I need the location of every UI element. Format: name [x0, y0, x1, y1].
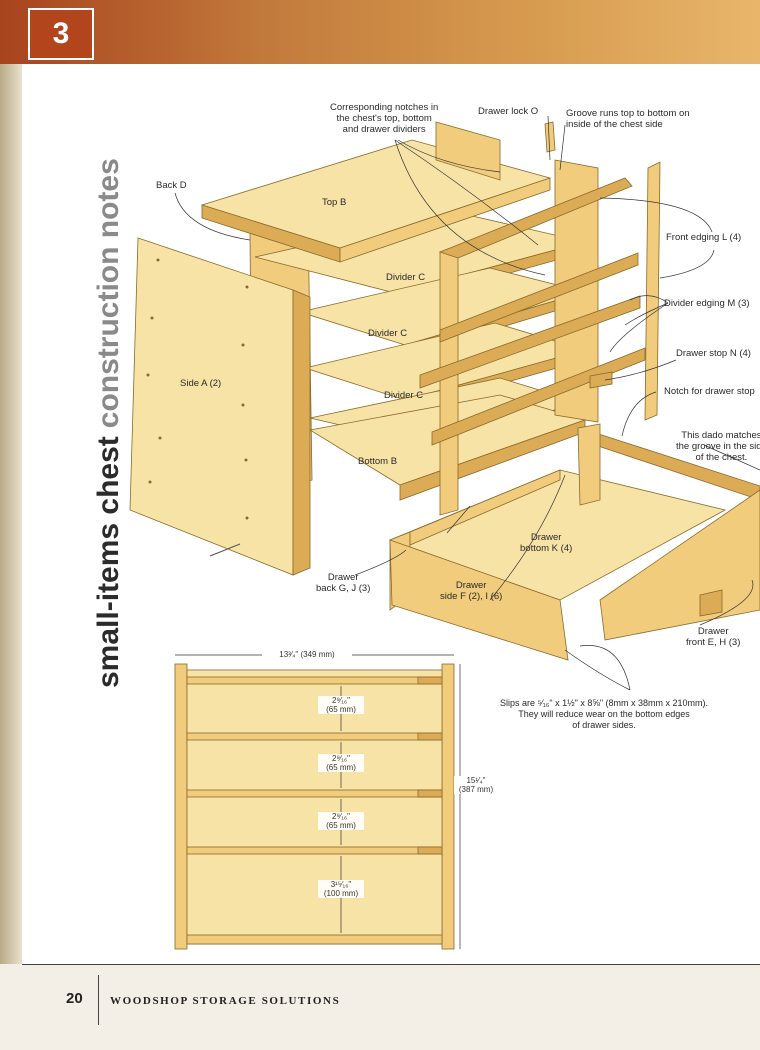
chapter-number: 3: [28, 8, 94, 60]
side-a-panel: [129, 237, 311, 576]
book-title: WOODSHOP STORAGE SOLUTIONS: [110, 995, 341, 1007]
title-part-2: construction notes: [92, 158, 120, 428]
label-back: Back D: [156, 180, 187, 191]
label-side-a: Side A (2): [180, 378, 222, 389]
label-top: Top B: [322, 197, 347, 208]
label-divider-edging: Divider edging M (3): [664, 298, 750, 309]
svg-text:small-items chestconstruction: small-items chest construction notes: [92, 158, 120, 688]
footer-divider: [98, 975, 99, 1025]
front-edging: [419, 121, 661, 516]
header-band: [0, 0, 760, 64]
label-divider-3: Divider C: [384, 390, 424, 401]
dim-gap-2: 2⁹⁄₁₆"(65 mm): [318, 754, 364, 772]
label-front-edging: Front edging L (4): [666, 232, 742, 243]
title-part-1: small-items chest: [92, 436, 120, 688]
label-drawer-stop: Drawer stop N (4): [676, 348, 751, 359]
label-slips: Slips are ⁵⁄₁₆" x 1½" x 8⅝" (8mm x 38mm …: [500, 698, 709, 730]
front-elevation: [174, 654, 461, 950]
side-panel-far: [435, 121, 501, 181]
dim-gap-4: 3¹⁵⁄₁₆"(100 mm): [318, 880, 364, 898]
label-drawer-lock: Drawer lock O: [478, 106, 539, 117]
label-notch-stop: Notch for drawer stop: [664, 386, 755, 397]
drawer: [388, 423, 760, 661]
leader-lines: [174, 115, 760, 691]
label-divider-1: Divider C: [386, 272, 426, 283]
footer-rule: [22, 964, 760, 965]
dim-gap-3: 2⁹⁄₁₆"(65 mm): [318, 812, 364, 830]
page-edge: [0, 64, 22, 964]
label-bottom: Bottom B: [358, 456, 398, 467]
dim-width: 13³⁄₄" (349 mm): [262, 650, 352, 659]
dim-gap-1: 2⁹⁄₁₆"(65 mm): [318, 696, 364, 714]
page-number: 20: [66, 990, 83, 1007]
section-title: small-items chest construction notes: [20, 84, 125, 694]
dim-height: 15¹⁄₄"(387 mm): [454, 776, 498, 794]
label-divider-2: Divider C: [368, 328, 408, 339]
